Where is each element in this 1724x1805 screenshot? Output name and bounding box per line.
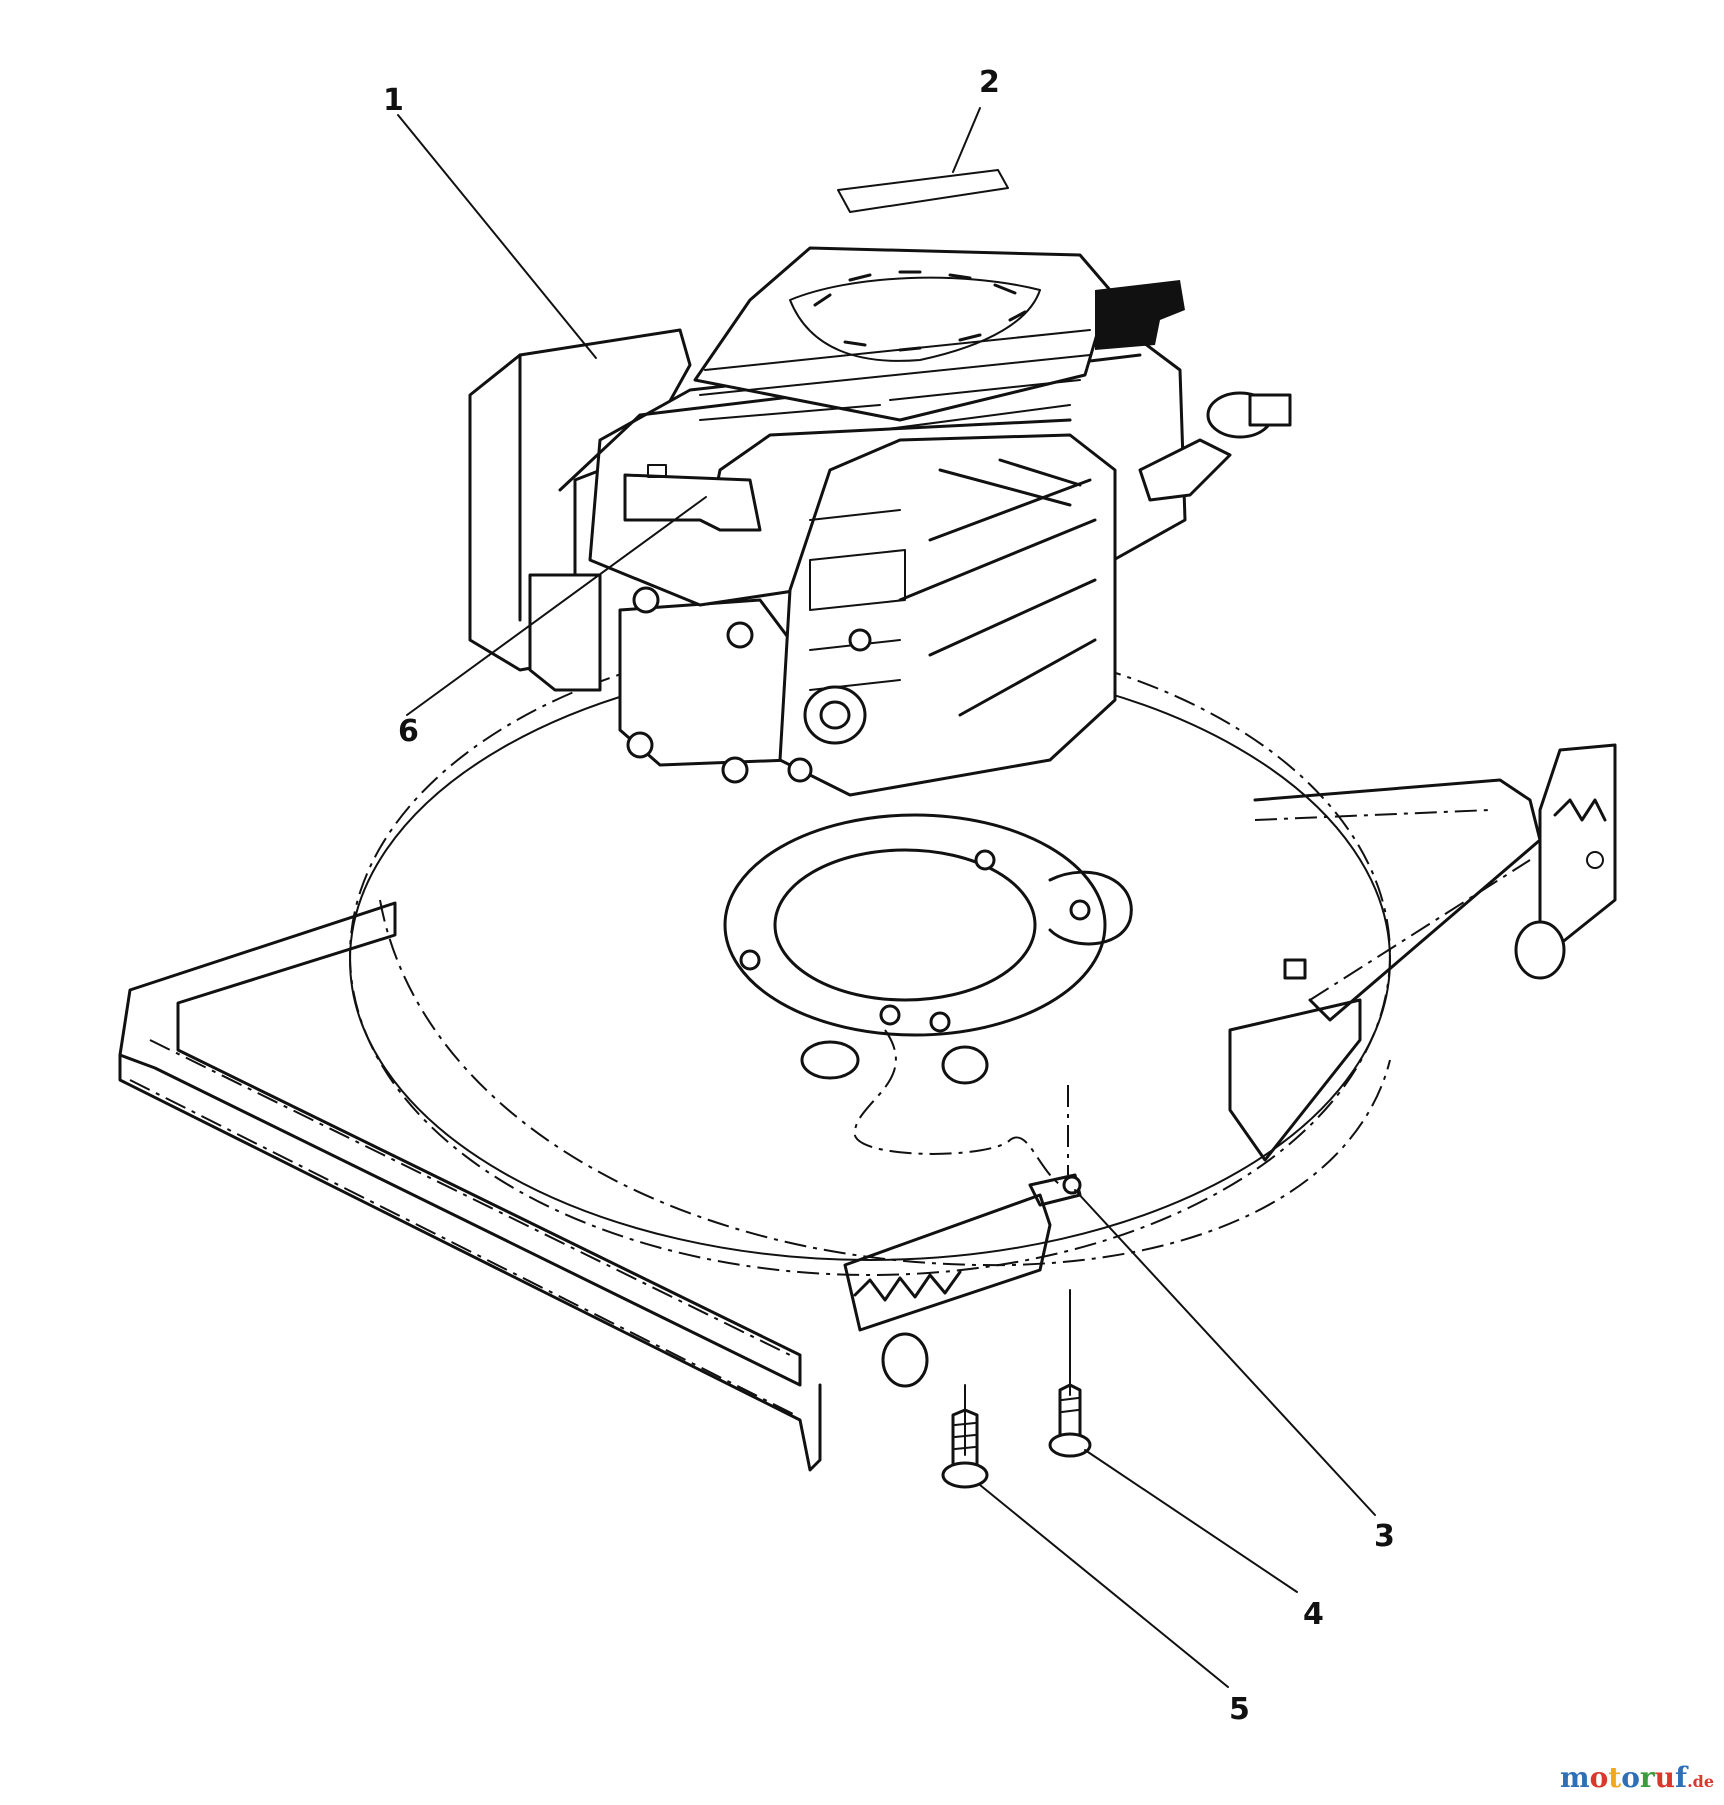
deck-screw-5	[941, 1384, 989, 1489]
engine-mount-plate	[723, 813, 1133, 1085]
rear-handle-bracket	[1253, 778, 1542, 1022]
watermark-letter: f	[1675, 1761, 1688, 1794]
starter-handle	[1095, 280, 1185, 350]
deck-screw-4	[1048, 1289, 1092, 1458]
decal-part	[837, 169, 1009, 213]
watermark-suffix: .de	[1687, 1772, 1714, 1791]
watermark-text: motoruf	[1560, 1761, 1687, 1794]
mower-deck	[118, 634, 1617, 1472]
callout-6: 6	[398, 714, 419, 749]
front-height-adjuster	[843, 1193, 1052, 1388]
watermark-letter: o	[1621, 1761, 1640, 1794]
engine-assembly	[468, 246, 1292, 797]
clip-3	[1028, 1085, 1082, 1207]
shroud-grille	[699, 329, 1091, 431]
watermark-letter: o	[1589, 1761, 1609, 1794]
callout-5: 5	[1229, 1692, 1250, 1727]
callout-1: 1	[383, 83, 404, 118]
watermark-letter: m	[1559, 1761, 1590, 1794]
rear-height-adjuster	[1514, 743, 1617, 980]
air-cleaner-ribs	[787, 458, 1097, 783]
starter-vents	[789, 270, 1041, 362]
watermark-logo: motoruf.de	[1560, 1761, 1714, 1794]
discharge-opening	[1228, 998, 1362, 1162]
watermark-letter: r	[1639, 1761, 1655, 1794]
leader-lines	[397, 107, 1376, 1688]
callout-2: 2	[979, 65, 1000, 100]
watermark-letter: t	[1608, 1761, 1622, 1794]
callout-4: 4	[1303, 1597, 1324, 1632]
callout-3: 3	[1374, 1519, 1395, 1554]
watermark-letter: u	[1654, 1761, 1676, 1794]
front-bumper-rail	[118, 901, 802, 1387]
engine-label-plate	[623, 473, 762, 532]
control-knob	[1138, 391, 1292, 502]
